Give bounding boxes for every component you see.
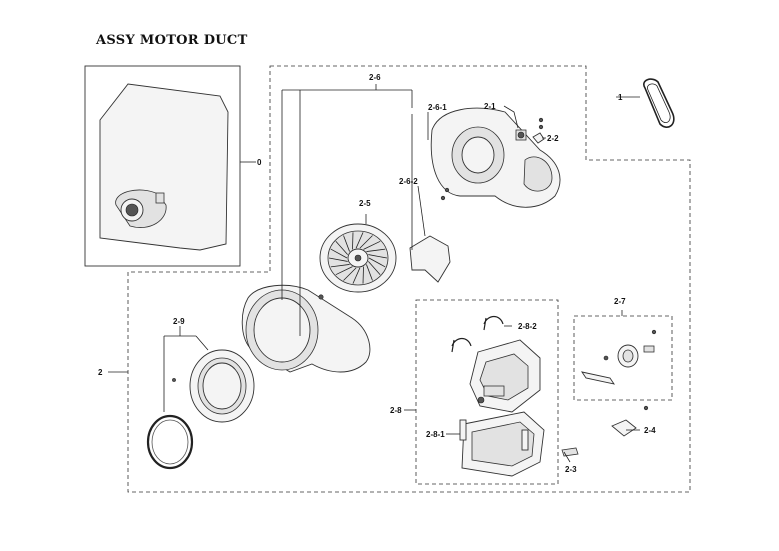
fan-blade	[355, 232, 364, 249]
gasket-part	[146, 414, 194, 470]
main-assembly-outline	[127, 65, 691, 493]
callout-2-8: 2-8	[390, 406, 402, 415]
duct-housing-part	[241, 284, 371, 373]
fan-impeller-part	[319, 223, 397, 293]
fan-blade	[330, 264, 350, 268]
belt-part	[643, 78, 675, 128]
inlet-ring-part	[189, 349, 255, 423]
clip-part	[451, 337, 472, 353]
motor-subassembly-outline	[415, 299, 559, 485]
fan-blade	[343, 235, 350, 252]
callout-2-9: 2-9	[173, 317, 185, 326]
fan-blade	[366, 248, 386, 252]
leader-lines	[108, 84, 640, 463]
diagram-title: ASSY MOTOR DUCT	[96, 33, 248, 48]
callout-2-6-1: 2-6-1	[428, 103, 447, 112]
sensor-subassembly-outline	[573, 315, 673, 401]
fan-blade	[366, 264, 373, 281]
fan-blade	[343, 267, 357, 281]
callout-2-2: 2-2	[547, 134, 559, 143]
callout-2: 2	[98, 368, 103, 377]
fan-blade	[368, 254, 388, 259]
clip-part	[483, 315, 504, 331]
callout-2-3: 2-3	[565, 465, 577, 474]
screw-part	[532, 117, 545, 144]
callout-2-5: 2-5	[359, 199, 371, 208]
fan-blade	[363, 240, 381, 250]
clip-small-part	[561, 447, 579, 457]
callout-2-6-2: 2-6-2	[399, 177, 418, 186]
small-bracket-part	[611, 405, 649, 437]
motor-housing-part	[430, 107, 561, 208]
assembly-overview-box	[84, 65, 241, 267]
screw-part	[440, 195, 446, 201]
motor-mount-part	[459, 411, 545, 477]
fan-blade	[359, 235, 373, 249]
fan-blade	[368, 261, 381, 275]
sensor-part	[581, 329, 657, 385]
fan-blade	[352, 267, 361, 284]
fan-blade	[335, 241, 348, 255]
screw-part	[444, 187, 450, 193]
callout-2-4: 2-4	[644, 426, 656, 435]
fitting-part	[515, 129, 527, 141]
callout-1: 1	[618, 93, 623, 102]
motor-part	[469, 339, 541, 413]
fan-blade	[335, 266, 353, 276]
fan-blade	[330, 248, 348, 259]
callout-2-6: 2-6	[369, 73, 381, 82]
callout-0: 0	[257, 158, 262, 167]
fan-blade	[368, 257, 386, 268]
callout-2-7: 2-7	[614, 297, 626, 306]
callout-2-1: 2-1	[484, 102, 496, 111]
callout-2-8-2: 2-8-2	[518, 322, 537, 331]
bracket-part	[409, 235, 451, 283]
fan-blade	[328, 257, 348, 262]
callout-2-8-1: 2-8-1	[426, 430, 445, 439]
screw-part	[172, 378, 176, 382]
